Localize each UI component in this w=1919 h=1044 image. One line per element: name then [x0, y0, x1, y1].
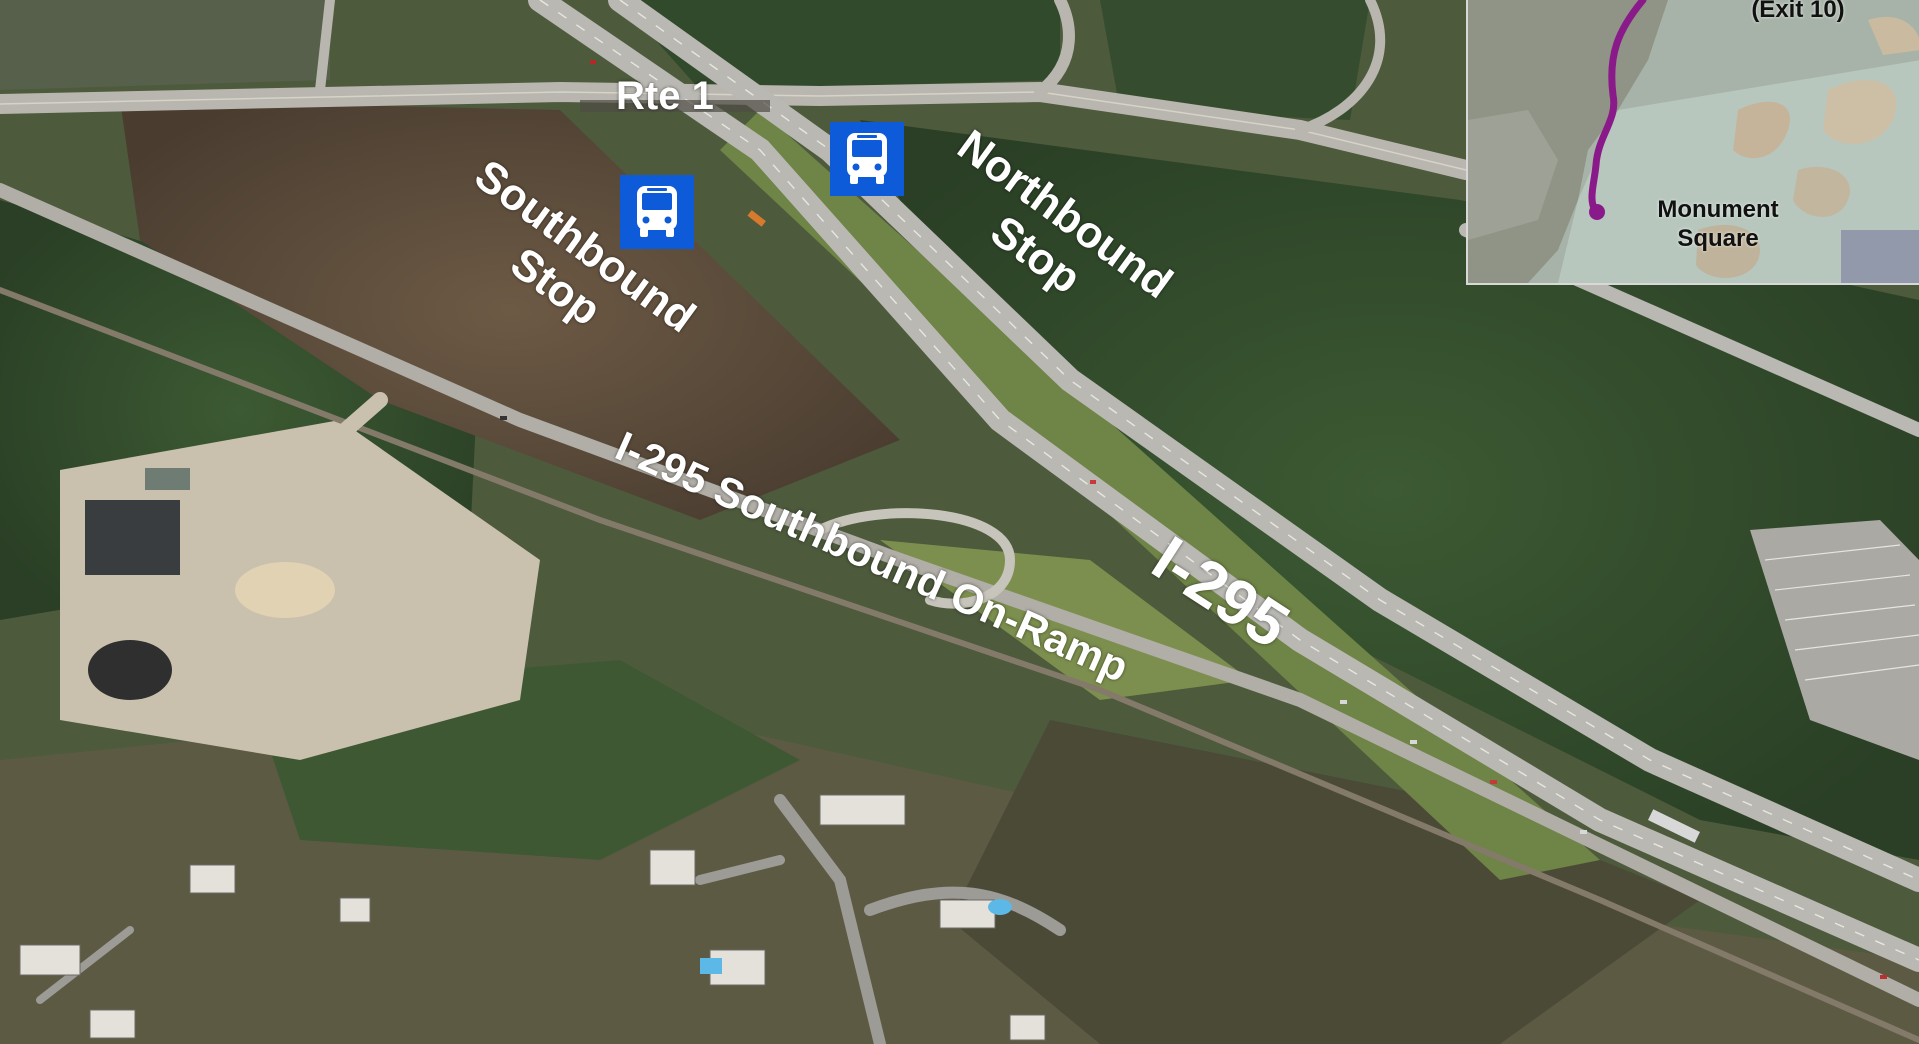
monument-square-label-line1: Monument — [1657, 196, 1779, 223]
southbound-bus-stop-marker[interactable] — [620, 175, 694, 249]
monument-square-label: Monument Square — [1618, 196, 1818, 254]
inset-satellite — [1468, 0, 1919, 283]
rte1-label: Rte 1 — [616, 74, 714, 118]
inset-map: (Exit 10) Monument Square — [1466, 0, 1919, 285]
exit-10-label: (Exit 10) — [1751, 0, 1845, 23]
northbound-bus-stop-marker[interactable] — [830, 122, 904, 196]
monument-square-label-line2: Square — [1677, 224, 1759, 252]
bus-icon — [637, 186, 677, 237]
bus-icon — [847, 133, 887, 184]
